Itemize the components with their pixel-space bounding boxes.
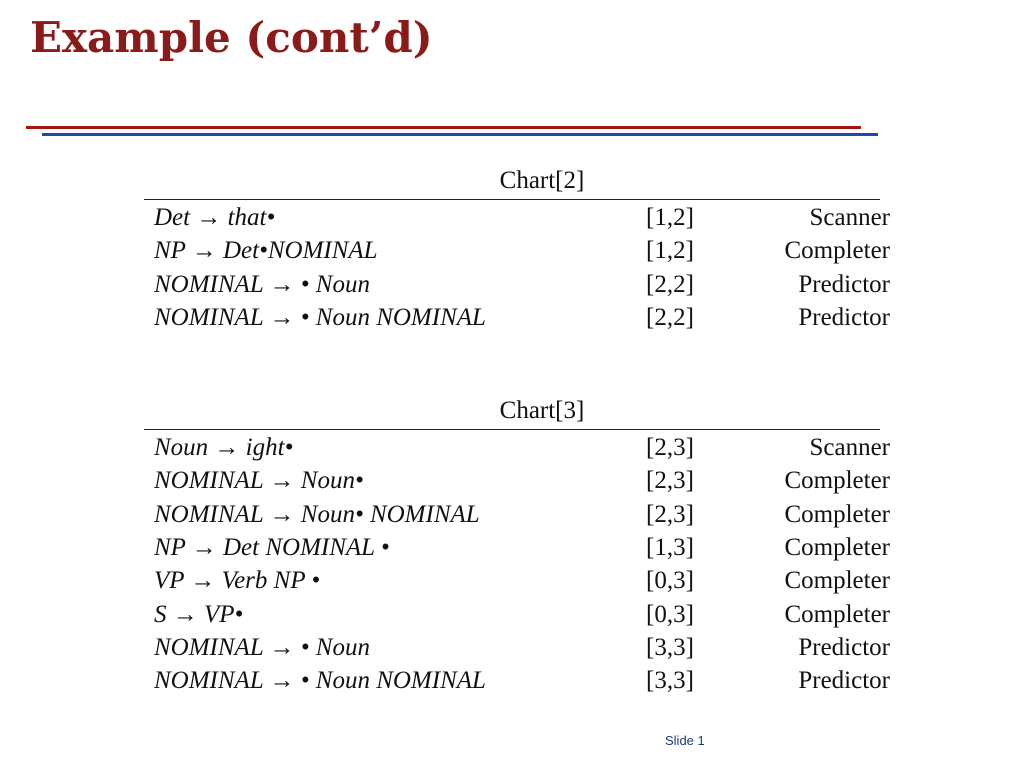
chart-3-block: Chart[3] Noun → ight• [2,3] Scanner NOMI… <box>144 395 890 697</box>
grammar-rule: VP → Verb NP • <box>154 567 321 595</box>
operation: Scanner <box>809 434 890 462</box>
chart-heading-rule <box>144 199 880 200</box>
chart-row: NP → Det•NOMINAL [1,2] Completer <box>144 234 898 267</box>
slide-number: Slide 1 <box>665 733 705 748</box>
chart-2-table: Det → that• [1,2] Scanner NP → Det•NOMIN… <box>144 201 898 334</box>
operation: Predictor <box>798 304 890 332</box>
chart-row: S → VP• [0,3] Completer <box>144 597 898 630</box>
span: [0,3] <box>646 600 694 628</box>
operation: Completer <box>784 467 890 495</box>
span: [2,3] <box>646 434 694 462</box>
operation: Completer <box>784 567 890 595</box>
chart-row: Det → that• [1,2] Scanner <box>144 201 898 234</box>
grammar-rule: NOMINAL → • Noun NOMINAL <box>154 667 486 695</box>
grammar-rule: NOMINAL → Noun• <box>154 467 364 495</box>
grammar-rule: NP → Det•NOMINAL <box>154 237 378 265</box>
operation: Completer <box>784 534 890 562</box>
operation: Predictor <box>798 633 890 661</box>
chart-row: NOMINAL → • Noun [3,3] Predictor <box>144 631 898 664</box>
grammar-rule: NOMINAL → • Noun <box>154 633 370 661</box>
chart-heading-label: Chart[2] <box>499 167 585 194</box>
operation: Completer <box>784 237 890 265</box>
chart-heading-rule <box>144 429 880 430</box>
grammar-rule: NOMINAL → • Noun <box>154 270 370 298</box>
slide-title: Example (cont’d) <box>30 13 433 62</box>
chart-3-table: Noun → ight• [2,3] Scanner NOMINAL → Nou… <box>144 431 898 697</box>
span: [2,2] <box>646 304 694 332</box>
operation: Predictor <box>798 270 890 298</box>
span: [3,3] <box>646 633 694 661</box>
title-divider-blue <box>42 133 878 136</box>
span: [2,3] <box>646 467 694 495</box>
grammar-rule: NOMINAL → • Noun NOMINAL <box>154 304 486 332</box>
grammar-rule: Det → that• <box>154 204 276 232</box>
span: [1,2] <box>646 237 694 265</box>
span: [3,3] <box>646 667 694 695</box>
chart-heading: Chart[2] <box>144 165 880 199</box>
span: [1,3] <box>646 534 694 562</box>
chart-row: NOMINAL → Noun• [2,3] Completer <box>144 464 898 497</box>
title-divider-red <box>26 126 861 129</box>
chart-row: VP → Verb NP • [0,3] Completer <box>144 564 898 597</box>
chart-row: NOMINAL → • Noun [2,2] Predictor <box>144 268 898 301</box>
grammar-rule: NOMINAL → Noun• NOMINAL <box>154 500 480 528</box>
chart-heading-label: Chart[3] <box>499 397 585 424</box>
chart-row: NOMINAL → Noun• NOMINAL [2,3] Completer <box>144 498 898 531</box>
chart-2-block: Chart[2] Det → that• [1,2] Scanner NP → … <box>144 165 890 334</box>
span: [2,2] <box>646 270 694 298</box>
span: [0,3] <box>646 567 694 595</box>
grammar-rule: Noun → ight• <box>154 434 294 462</box>
grammar-rule: S → VP• <box>154 600 244 628</box>
grammar-rule: NP → Det NOMINAL • <box>154 534 390 562</box>
operation: Completer <box>784 500 890 528</box>
chart-heading: Chart[3] <box>144 395 880 429</box>
chart-row: NP → Det NOMINAL • [1,3] Completer <box>144 531 898 564</box>
operation: Predictor <box>798 667 890 695</box>
operation: Completer <box>784 600 890 628</box>
span: [2,3] <box>646 500 694 528</box>
chart-row: NOMINAL → • Noun NOMINAL [3,3] Predictor <box>144 664 898 697</box>
span: [1,2] <box>646 204 694 232</box>
chart-row: NOMINAL → • Noun NOMINAL [2,2] Predictor <box>144 301 898 334</box>
chart-row: Noun → ight• [2,3] Scanner <box>144 431 898 464</box>
operation: Scanner <box>809 204 890 232</box>
